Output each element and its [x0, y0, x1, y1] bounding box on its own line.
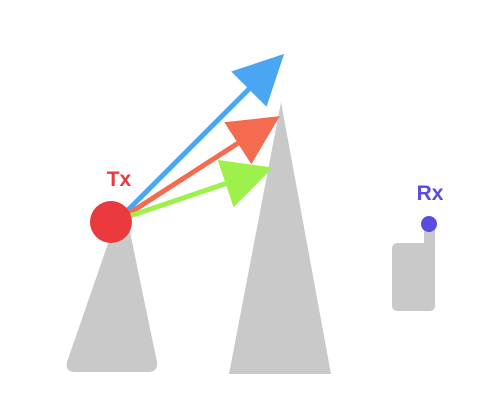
receiver-building — [392, 243, 435, 311]
ray-high-arrow — [117, 53, 285, 221]
transmitter-antenna — [90, 201, 132, 243]
obstacle-mountain — [229, 102, 331, 374]
receiver-antenna-pole — [424, 226, 435, 250]
ray-mid-arrow — [119, 116, 280, 221]
ray-low-arrow — [121, 159, 273, 221]
transmitter-label: Tx — [107, 168, 132, 191]
receiver-label: Rx — [417, 182, 444, 205]
transmitter-mast — [66, 232, 158, 372]
receiver-antenna — [421, 216, 437, 232]
